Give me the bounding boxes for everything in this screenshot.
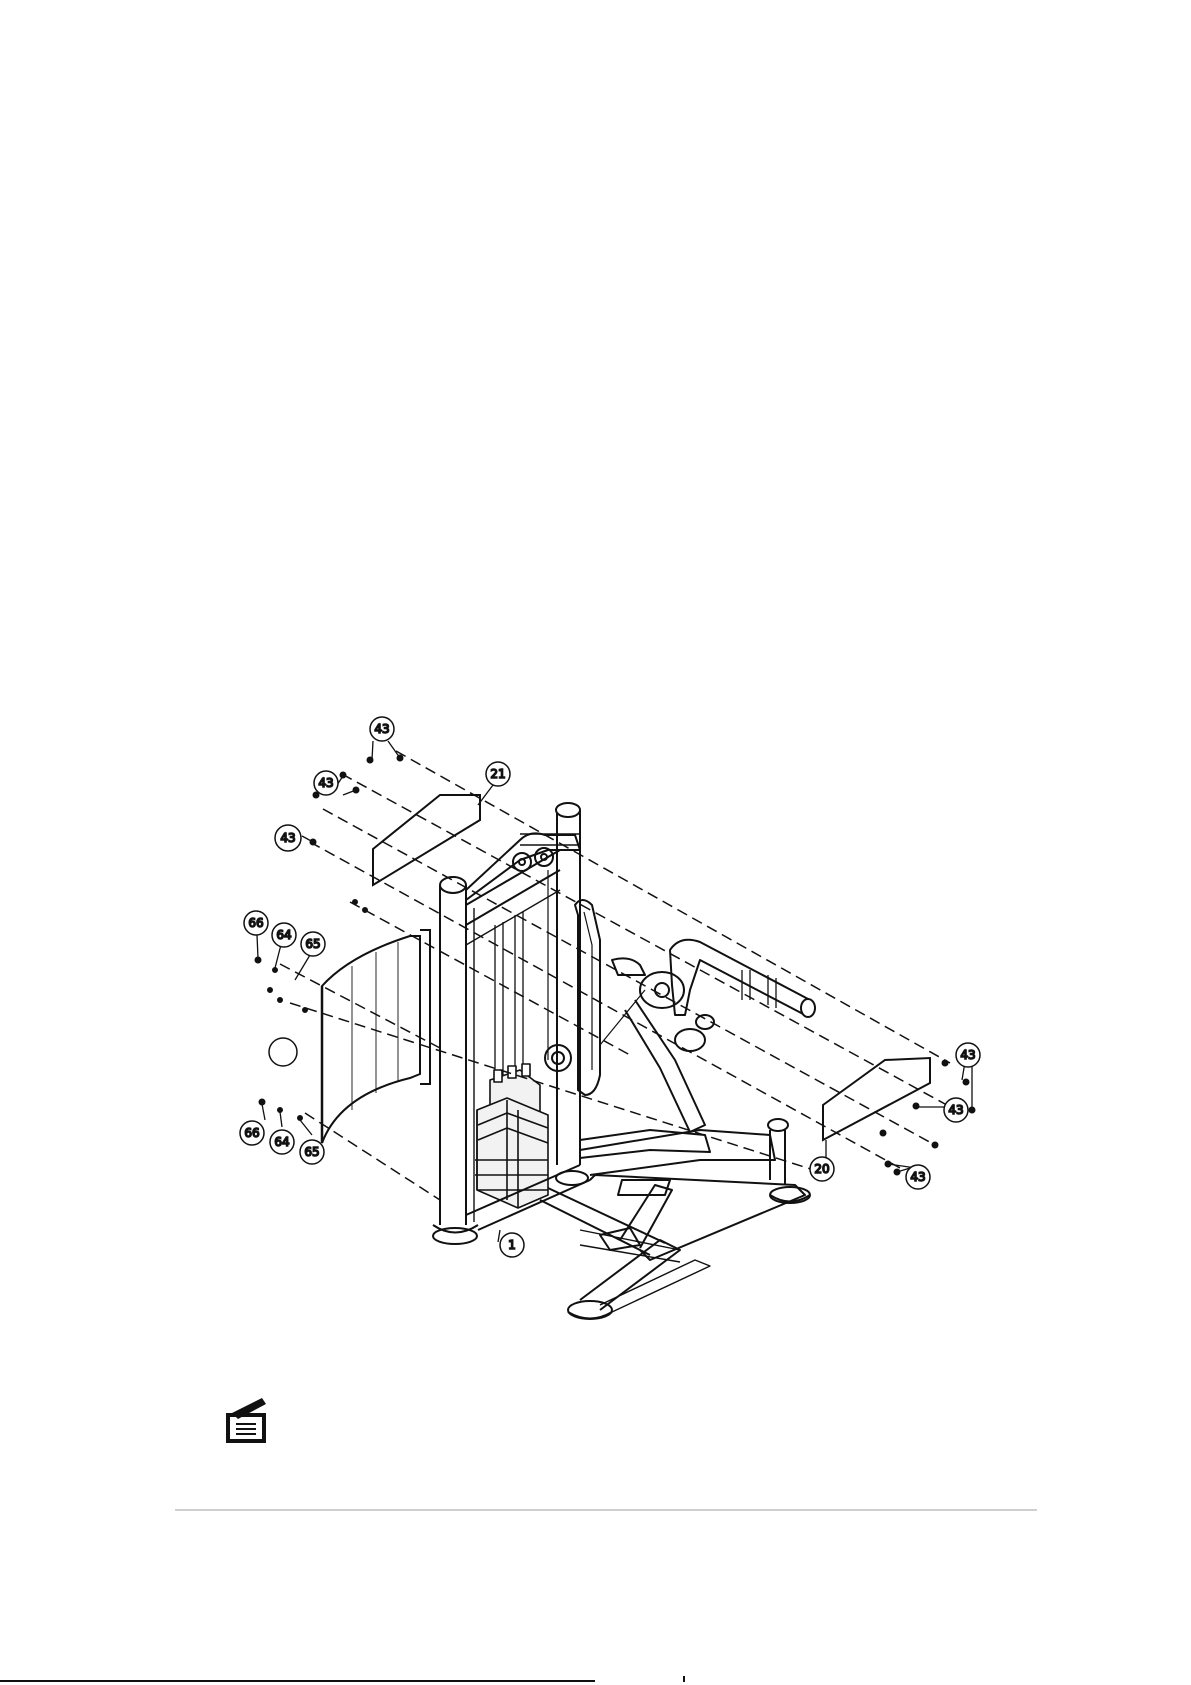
callout-65-bot-label: 65: [304, 1145, 319, 1159]
callout-43-mid: 43: [314, 771, 338, 795]
callout-66-bot-label: 66: [244, 1126, 259, 1140]
callout-43-r1-label: 43: [960, 1048, 975, 1062]
footer-rule: [175, 1509, 1037, 1511]
callout-43-left-label: 43: [280, 831, 295, 845]
callout-43-r1: 43: [956, 1043, 980, 1067]
callout-66-top: 66: [244, 911, 268, 935]
callout-20-label: 20: [814, 1162, 829, 1176]
callout-43-left: 43: [275, 825, 301, 851]
callout-43-top-label: 43: [374, 722, 389, 736]
left-cover-panel: [322, 930, 430, 1143]
callout-21: 21: [486, 762, 510, 786]
callout-43-r2-label: 43: [948, 1103, 963, 1117]
callout-43-r3: 43: [906, 1165, 930, 1189]
machine-frame: [433, 803, 815, 1319]
callout-65-bot: 65: [300, 1140, 324, 1164]
callout-43-mid-label: 43: [318, 776, 333, 790]
callout-66-bot: 66: [240, 1121, 264, 1145]
callout-blank: [269, 1038, 297, 1066]
callout-1-label: 1: [508, 1238, 516, 1252]
callout-20: 20: [810, 1157, 834, 1181]
callout-64-bot: 64: [270, 1130, 294, 1154]
callout-66-top-label: 66: [248, 916, 263, 930]
bottom-tick: [683, 1676, 685, 1682]
callout-43-top: 43: [370, 717, 394, 741]
callout-64-top: 64: [272, 923, 296, 947]
callout-64-bot-label: 64: [274, 1135, 289, 1149]
callout-1: 1: [500, 1233, 524, 1257]
note-icon: [226, 1398, 266, 1443]
callout-21-label: 21: [490, 767, 505, 781]
bottom-rule: [0, 1680, 595, 1682]
callout-65-top-label: 65: [305, 937, 320, 951]
callout-65-top: 65: [301, 932, 325, 956]
callout-64-top-label: 64: [276, 928, 291, 942]
right-cover-panel: [823, 1058, 930, 1140]
callout-43-r3-label: 43: [910, 1170, 925, 1184]
callout-43-r2: 43: [944, 1098, 968, 1122]
